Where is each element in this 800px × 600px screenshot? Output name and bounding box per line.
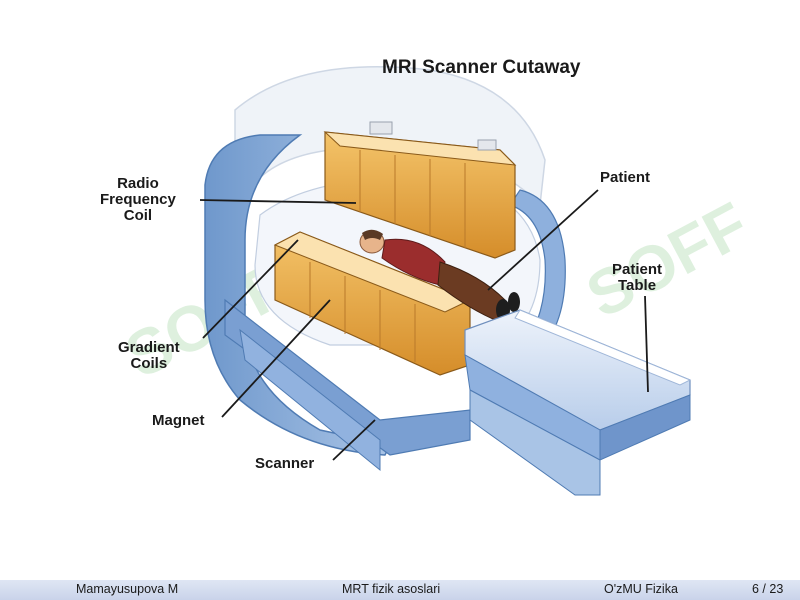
footer-page-number: 6 / 23 [752, 582, 784, 596]
leader-rf-coil [199, 199, 357, 204]
label-rf-line-1: Radio [117, 175, 159, 192]
label-scanner: Scanner [255, 455, 315, 472]
patient-figure [359, 229, 520, 323]
label-gradient-line-2: Coils [130, 355, 168, 372]
label-rf-line-3: Coil [123, 207, 153, 224]
label-radio-frequency-coil: Radio Frequency Coil [100, 176, 176, 224]
label-table-line-2: Table [617, 277, 657, 294]
mri-cutaway-illustration: SOFF SOFF [114, 66, 760, 496]
leader-scanner [332, 419, 376, 461]
label-patient-table: Patient Table [612, 262, 662, 294]
footer-talk-title: MRT fizik asoslari [342, 582, 441, 596]
leader-patient-table [644, 295, 649, 393]
lower-coil [273, 231, 472, 376]
scanner-front-panel [239, 328, 381, 472]
label-gradient-line-1: Gradient [118, 339, 180, 356]
diagram-title: MRI Scanner Cutaway [382, 57, 581, 78]
label-patient: Patient [600, 169, 651, 186]
magnet-shell [204, 134, 392, 456]
slide-footer: Mamayusupova M MRT fizik asoslari O'zMU … [0, 580, 800, 600]
slide: SOFF SOFF [100, 57, 760, 496]
leader-gradient-coils [202, 239, 299, 339]
upper-coil [323, 121, 517, 259]
label-magnet: Magnet [152, 412, 205, 429]
footer-institution: O'zMU Fizika [604, 582, 678, 596]
svg-text:SOFF: SOFF [575, 188, 759, 332]
patient-table [464, 309, 692, 496]
footer-author: Mamayusupova M [76, 582, 179, 596]
label-rf-line-2: Frequency [100, 191, 176, 208]
label-gradient-coils: Gradient Coils [118, 340, 180, 372]
label-table-line-1: Patient [612, 261, 663, 278]
watermark-right: SOFF [575, 188, 759, 332]
leader-magnet [221, 299, 331, 418]
leader-patient [487, 189, 599, 291]
leader-lines [199, 189, 649, 461]
